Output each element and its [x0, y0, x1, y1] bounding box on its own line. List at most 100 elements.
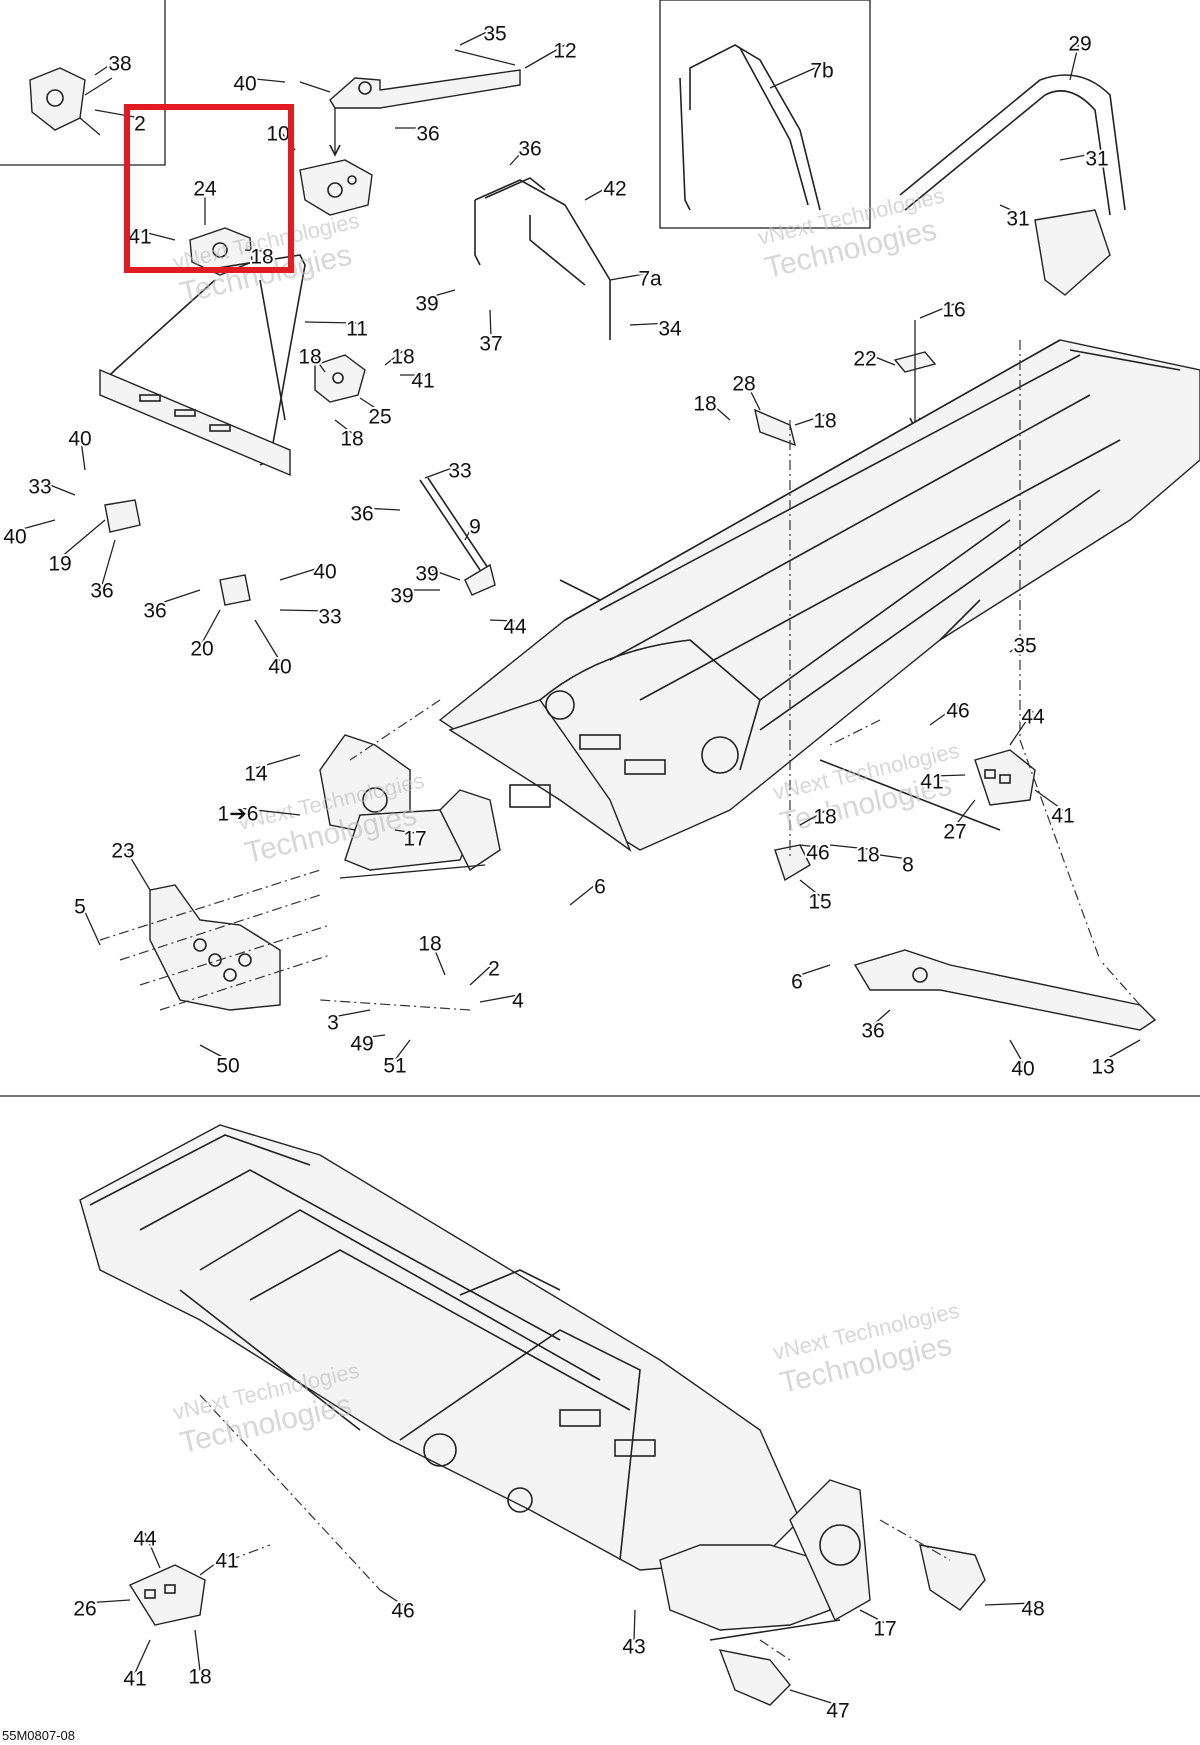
- top-callout: 37: [477, 309, 505, 358]
- top-callout: 18: [794, 408, 839, 435]
- callout-leader: [872, 1009, 891, 1026]
- top-callout: 2: [469, 956, 502, 986]
- top-callout: 15: [799, 879, 834, 916]
- top-callout: 18: [416, 931, 446, 976]
- callout-label: 4: [512, 990, 524, 1013]
- top-callout: 38: [94, 51, 134, 78]
- callout-label: 27: [943, 821, 966, 844]
- top-callout: 33: [424, 458, 474, 485]
- top-callout: 36: [395, 121, 442, 148]
- callout-leader: [94, 57, 121, 76]
- bracket-part-23: [774, 844, 811, 882]
- top-callout: 9: [464, 514, 483, 541]
- callout-leader: [931, 774, 966, 777]
- callout-leader: [426, 567, 461, 581]
- callout-label: 18: [418, 933, 441, 956]
- callout-label: 6: [594, 876, 606, 899]
- callout-leader: [459, 27, 496, 46]
- callout-leader: [479, 994, 519, 1003]
- handle-part-7b: [679, 44, 821, 211]
- bottom-callout: 48: [984, 1596, 1047, 1623]
- frame-part-11: [99, 254, 306, 477]
- top-callout: 18: [296, 344, 326, 373]
- top-callout: 33: [279, 604, 344, 631]
- arm-part-13: [853, 949, 1157, 1031]
- top-callout: 36: [509, 136, 544, 166]
- rod-part-9: [419, 477, 496, 596]
- callout-leader: [984, 1602, 1034, 1606]
- top-callout: 14: [242, 754, 301, 788]
- callout-leader: [633, 1609, 636, 1642]
- arm-part-12: [299, 49, 521, 157]
- bumper-part-48: [919, 1544, 986, 1611]
- top-callout: 33: [26, 474, 76, 501]
- top-callout: 31: [1059, 146, 1111, 173]
- top-callout: 40: [66, 426, 94, 471]
- inset-box-7b: [659, 0, 871, 229]
- top-callout: 44: [489, 614, 529, 641]
- callout-label: 12: [553, 40, 576, 63]
- callout-label: 39: [415, 563, 438, 586]
- callout-leader: [629, 322, 671, 326]
- callout-leader: [384, 350, 404, 366]
- callout-leader: [426, 289, 456, 299]
- callout-label: 46: [946, 700, 969, 723]
- callout-label: 41: [128, 226, 151, 249]
- callout-label: 34: [658, 318, 682, 341]
- callout-leader: [59, 519, 106, 559]
- suspension-bracket-17: [319, 734, 501, 879]
- callout-leader: [879, 854, 909, 860]
- top-callout: 28: [730, 371, 761, 411]
- callout-leader: [1059, 152, 1098, 161]
- top-callout: 46: [799, 840, 832, 867]
- top-callout: 11: [304, 316, 370, 343]
- callout-label: 44: [503, 616, 527, 639]
- callout-leader: [919, 303, 955, 319]
- callout-leader: [489, 309, 492, 339]
- callout-label: 1➔6: [218, 803, 259, 826]
- callout-leader: [789, 1689, 839, 1706]
- callout-label: 7a: [638, 268, 662, 291]
- callout-label: 50: [216, 1055, 239, 1078]
- callout-label: 13: [1091, 1056, 1114, 1079]
- top-callout: 19: [46, 519, 106, 578]
- callout-label: 41: [1051, 805, 1074, 828]
- top-callout: 18: [384, 344, 417, 371]
- top-callout: 7b: [769, 58, 836, 89]
- callout-label: 17: [873, 1618, 896, 1641]
- top-callout: 49: [348, 1031, 386, 1058]
- bumper-part-29: [899, 74, 1126, 296]
- callout-label: 51: [383, 1055, 406, 1078]
- callout-label: 47: [826, 1700, 849, 1723]
- top-callout: 42: [584, 176, 629, 203]
- callout-label: 18: [856, 844, 879, 867]
- callout-label: 17: [403, 828, 426, 851]
- callout-label: 42: [603, 178, 626, 201]
- callout-leader: [122, 844, 151, 891]
- callout-label: 18: [340, 428, 363, 451]
- callout-leader: [584, 182, 616, 201]
- callout-label: 16: [942, 299, 965, 322]
- callout-label: 10: [266, 123, 289, 146]
- top-callout: 27: [941, 799, 976, 846]
- callout-leader: [704, 397, 731, 421]
- callout-leader: [154, 589, 201, 606]
- callout-leader: [796, 964, 831, 977]
- top-callout: 6: [569, 874, 608, 906]
- top-callout: 31: [999, 204, 1032, 233]
- callout-label: 20: [190, 638, 213, 661]
- callout-leader: [1102, 1039, 1141, 1062]
- callout-leader: [829, 844, 869, 850]
- callout-label: 40: [313, 561, 336, 584]
- bottom-callout: 26: [71, 1596, 131, 1623]
- top-callout: 36: [348, 501, 401, 528]
- callout-leader: [769, 64, 823, 89]
- top-callout: 18: [799, 804, 839, 831]
- callout-label: 36: [518, 138, 541, 161]
- callout-label: 48: [1021, 1598, 1044, 1621]
- callout-leader: [39, 480, 76, 496]
- callout-label: 23: [111, 840, 134, 863]
- callout-label: 2: [488, 958, 500, 981]
